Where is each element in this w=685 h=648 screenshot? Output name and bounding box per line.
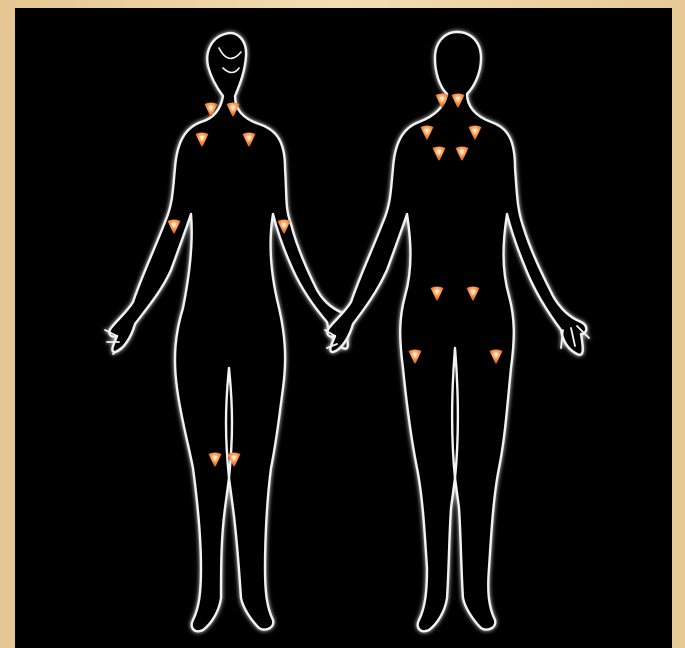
diagram-panel (15, 8, 672, 648)
figure-left-outline (109, 33, 350, 631)
figure-right (325, 32, 589, 631)
body-diagram (15, 8, 672, 648)
figure-left (105, 33, 350, 631)
figure-right-outline (327, 32, 586, 631)
